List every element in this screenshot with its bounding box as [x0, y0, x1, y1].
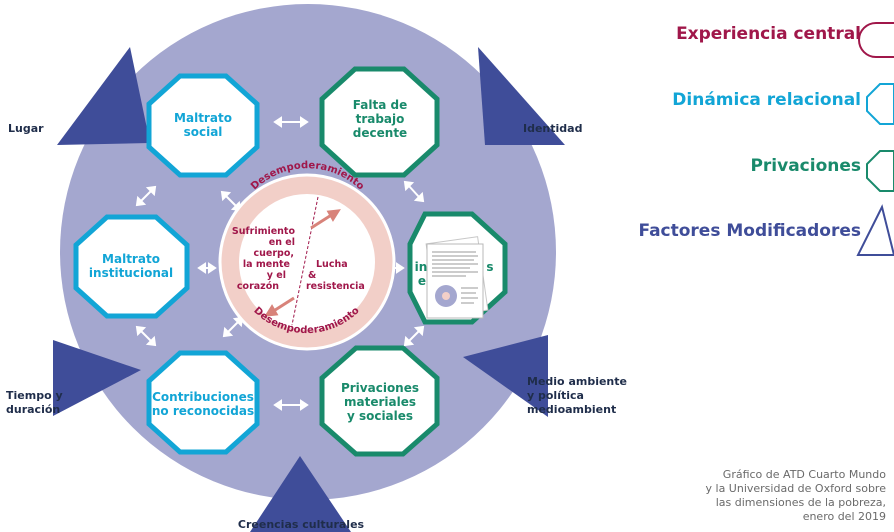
caption-line-4: enero del 2019 [802, 510, 886, 523]
arrow-ur [408, 185, 420, 198]
maltrato-social-line-2: social [184, 125, 223, 139]
legend: Experiencia central Dinámica relacional … [638, 22, 894, 256]
arrow-core-ll [227, 321, 239, 333]
legend-relacional-icon [866, 83, 894, 125]
legend-central-label: Experiencia central [676, 24, 861, 44]
struggle-line-1: Lucha [316, 259, 348, 270]
octagon-maltrato-institucional [73, 214, 190, 319]
factor-medio-line-3: medioambient [527, 403, 616, 416]
right-partial-line-2: s [486, 260, 493, 274]
document-thumbnail [425, 236, 489, 319]
octagon-falta-trabajo [319, 66, 440, 178]
octagon-contribuciones [146, 350, 260, 455]
legend-privaciones-icon [866, 150, 894, 192]
triangle-tiempo [53, 340, 141, 416]
legend-modificadores-label: Factores Modificadores [638, 221, 861, 241]
suffering-line-2: en el [269, 237, 295, 248]
factor-lugar: Lugar [8, 122, 44, 135]
source-caption: Gráfico de ATD Cuarto Mundo y la Univers… [626, 468, 887, 524]
octagon-maltrato-social [146, 73, 260, 178]
maltrato-institucional-line-2: institucional [89, 266, 173, 280]
arrow-ll [140, 330, 152, 342]
factor-medio-line-1: Medio ambiente [527, 375, 627, 388]
triangle-creencias [250, 456, 351, 532]
suffering-line-6: corazón [237, 281, 279, 292]
legend-privaciones-label: Privaciones [750, 156, 861, 176]
contribuciones-line-1: Contribuciones [152, 390, 254, 404]
triangle-identidad [478, 47, 565, 145]
legend-central-icon [858, 22, 894, 58]
falta-trabajo-line-1: Falta de [353, 98, 407, 112]
maltrato-institucional-line-1: Maltrato [102, 252, 160, 266]
core-arrows [264, 209, 341, 317]
core-divider [291, 196, 319, 326]
factor-creencias: Creencias culturales [238, 518, 365, 531]
privaciones-materiales-line-1: Privaciones [341, 381, 419, 395]
factor-tiempo-line-1: Tiempo y [6, 389, 63, 402]
arrow-core-ul [225, 195, 237, 207]
triangle-lugar [57, 47, 150, 145]
caption-line-2: y la Universidad de Oxford sobre [705, 482, 887, 495]
suffering-line-1: Sufrimiento [232, 226, 296, 237]
falta-trabajo-line-3: decente [353, 126, 407, 140]
factor-identidad: Identidad [523, 122, 582, 135]
struggle-line-2: & [308, 270, 316, 281]
arrow-ul [140, 190, 152, 202]
privaciones-materiales-line-2: materiales [344, 395, 416, 409]
factor-tiempo-line-2: duración [6, 403, 60, 416]
struggle-line-3: resistencia [306, 281, 365, 292]
legend-relacional-label: Dinámica relacional [672, 90, 861, 110]
maltrato-social-line-1: Maltrato [174, 111, 232, 125]
privaciones-materiales-line-3: y sociales [347, 409, 413, 423]
triangle-medio-ambiente [463, 335, 548, 417]
suffering-line-4: la mente [243, 259, 290, 270]
caption-line-1: Gráfico de ATD Cuarto Mundo [722, 468, 886, 481]
right-partial-line-3: e [418, 274, 426, 288]
suffering-line-5: y el [267, 270, 286, 281]
right-partial-line-1: in [415, 260, 428, 274]
core-center [239, 194, 375, 330]
arrow-lr [408, 330, 420, 342]
octagon-privaciones-materiales [319, 345, 440, 457]
factor-medio-line-2: y política [527, 389, 584, 402]
suffering-line-3: cuerpo, [254, 248, 294, 259]
falta-trabajo-line-2: trabajo [356, 112, 405, 126]
caption-line-3: las dimensiones de la pobreza, [715, 496, 886, 509]
legend-modificadores-icon [856, 204, 894, 256]
contribuciones-line-2: no reconocidas [152, 404, 254, 418]
